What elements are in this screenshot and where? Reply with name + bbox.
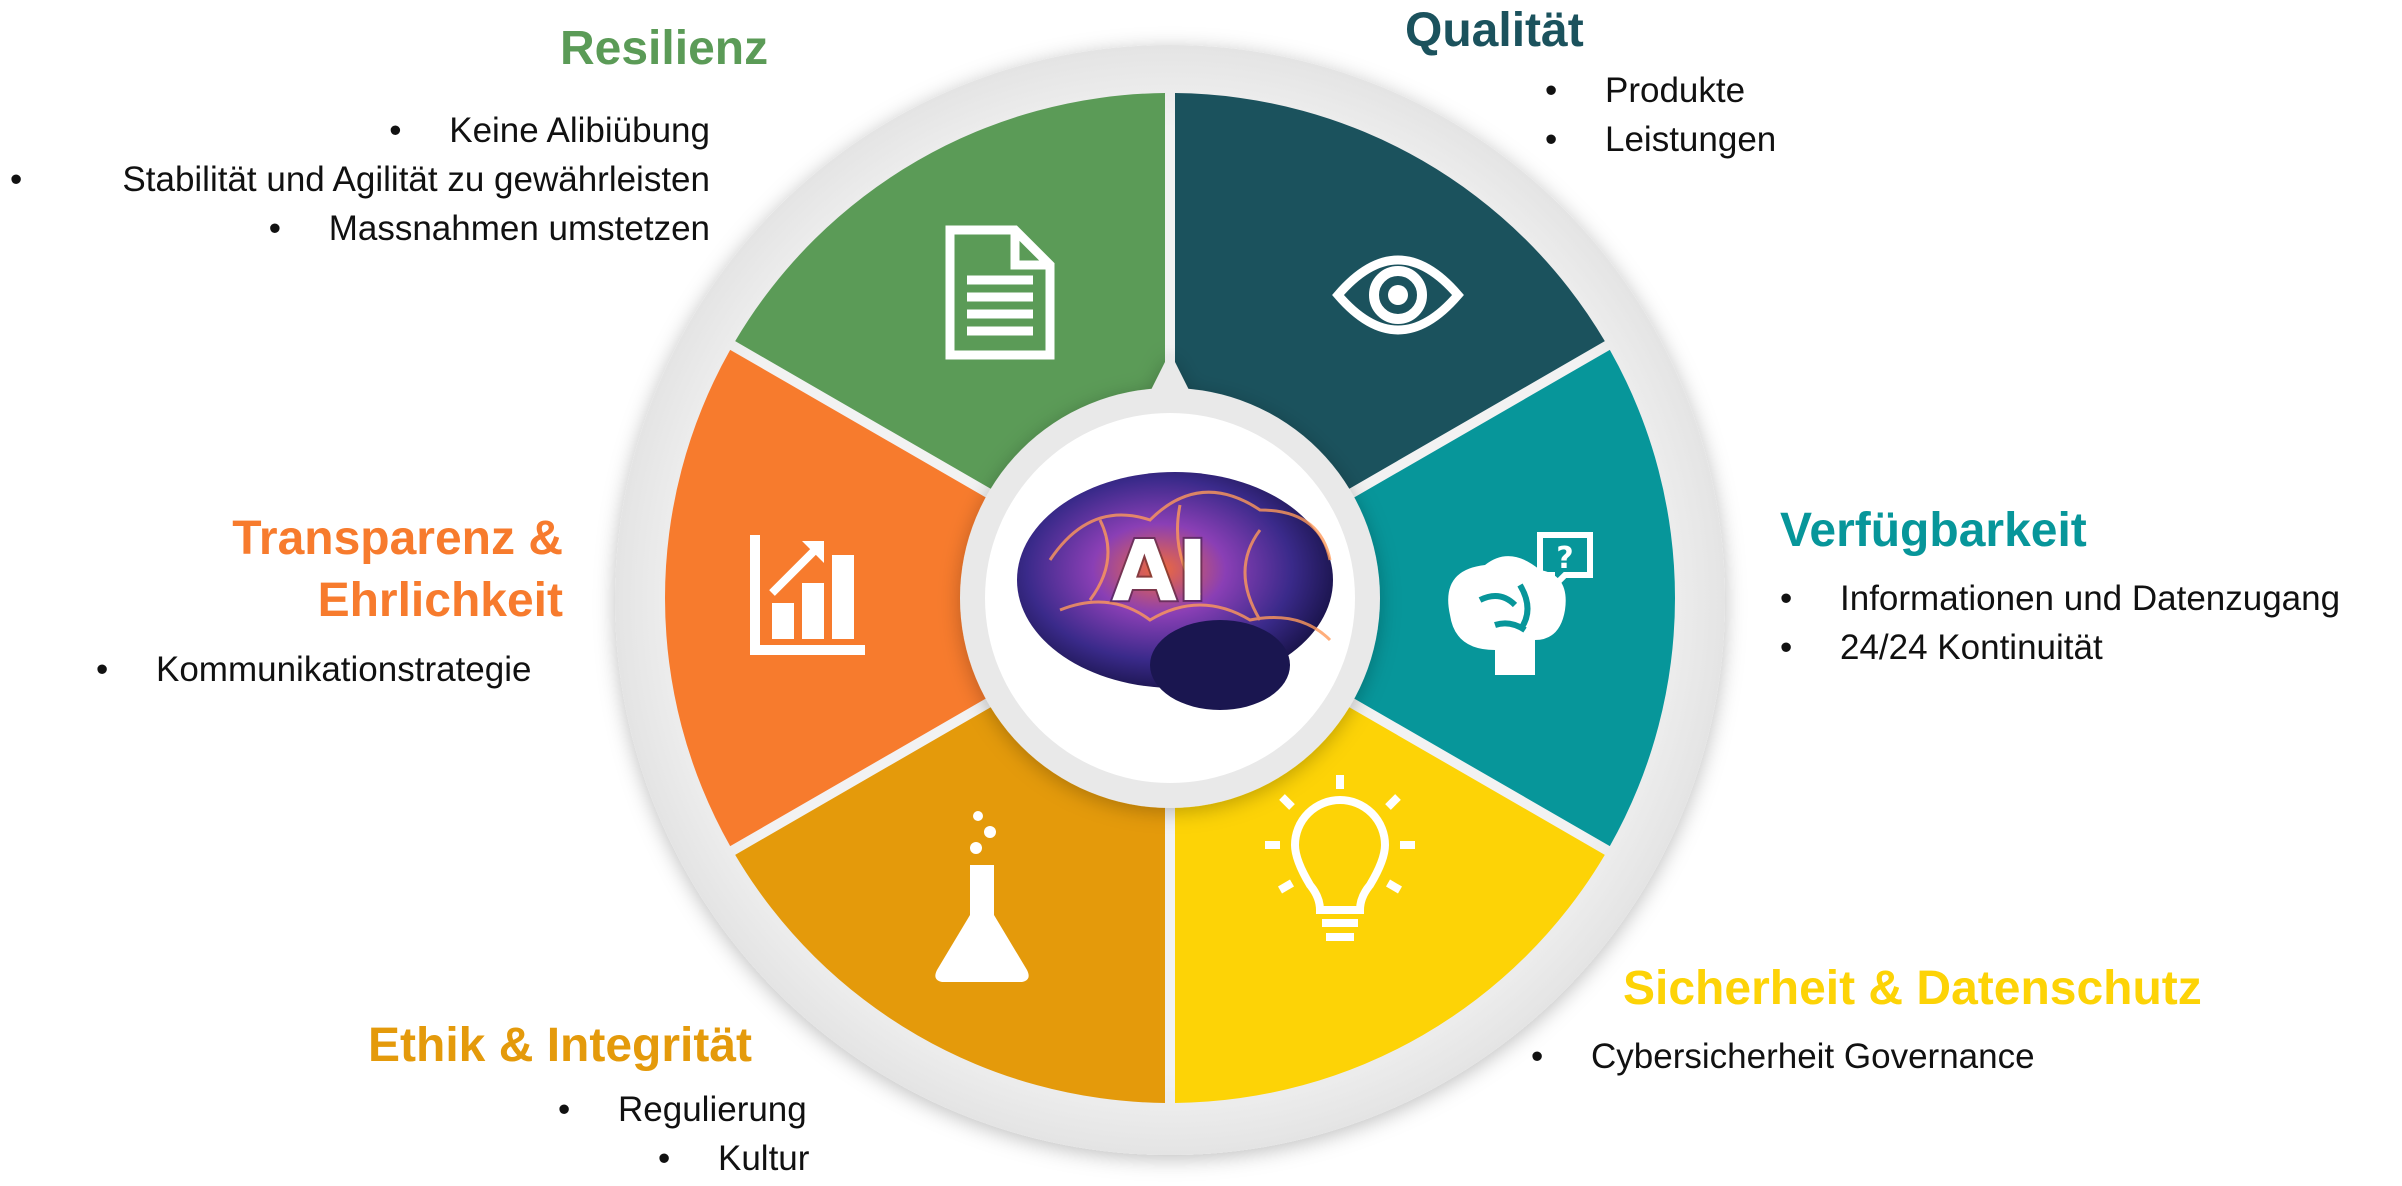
transparenz-block: Transparenz & Ehrlichkeit Kommunikations… bbox=[0, 508, 563, 694]
transparenz-title-line1: Transparenz & bbox=[232, 512, 563, 565]
eye-icon bbox=[1332, 255, 1464, 335]
sicherheit-title: Sicherheit & Datenschutz bbox=[1623, 962, 2202, 1015]
ethik-block: Ethik & Integrität Regulierung Kultur bbox=[368, 1015, 809, 1183]
qualitaet-bullets: Produkte Leistungen bbox=[1545, 66, 1776, 164]
verfuegbarkeit-bullets: Informationen und Datenzugang 24/24 Kont… bbox=[1780, 574, 2340, 672]
verfuegbarkeit-block: Verfügbarkeit Informationen und Datenzug… bbox=[1780, 500, 2340, 672]
ethik-bullets: Regulierung Kultur bbox=[558, 1085, 809, 1183]
center-ai-label: AI bbox=[1112, 522, 1208, 620]
brain-icon bbox=[1017, 472, 1333, 710]
list-item: •Stabilität und Agilität zu gewährleiste… bbox=[10, 160, 710, 199]
sicherheit-bullets: Cybersicherheit Governance bbox=[1531, 1032, 2202, 1081]
sicherheit-block: Sicherheit & Datenschutz Cybersicherheit… bbox=[1531, 958, 2202, 1081]
list-item: Kommunikationstrategie bbox=[96, 645, 563, 694]
resilienz-title: Resilienz bbox=[560, 22, 769, 75]
ethik-title: Ethik & Integrität bbox=[368, 1019, 753, 1072]
qualitaet-block: Qualität Produkte Leistungen bbox=[1405, 0, 1776, 164]
qualitaet-title: Qualität bbox=[1405, 4, 1584, 57]
list-item: Informationen und Datenzugang bbox=[1780, 574, 2340, 623]
list-item: Regulierung bbox=[558, 1085, 809, 1134]
brain-question-icon: ? bbox=[1448, 532, 1593, 675]
resilienz-bullets: •Keine Alibiübung •Stabilität und Agilit… bbox=[0, 106, 710, 253]
list-item: Cybersicherheit Governance bbox=[1531, 1032, 2202, 1081]
verfuegbarkeit-title: Verfügbarkeit bbox=[1780, 504, 2087, 557]
flask-icon bbox=[935, 811, 1029, 982]
segment-ethik[interactable] bbox=[735, 702, 1166, 1103]
list-item: Kultur bbox=[658, 1134, 809, 1183]
lightbulb-icon bbox=[1265, 775, 1415, 941]
transparenz-bullets: Kommunikationstrategie bbox=[96, 645, 563, 694]
transparenz-title-line2: Ehrlichkeit bbox=[317, 574, 563, 628]
growth-chart-icon bbox=[750, 535, 865, 655]
list-item: •Massnahmen umstetzen bbox=[268, 209, 710, 248]
list-item: 24/24 Kontinuität bbox=[1780, 623, 2340, 672]
document-icon bbox=[945, 225, 1055, 360]
list-item: Produkte bbox=[1545, 66, 1776, 115]
segment-transparenz[interactable] bbox=[665, 349, 995, 847]
list-item: Leistungen bbox=[1545, 115, 1776, 164]
list-item: •Keine Alibiübung bbox=[389, 111, 710, 150]
svg-text:?: ? bbox=[1556, 541, 1573, 576]
